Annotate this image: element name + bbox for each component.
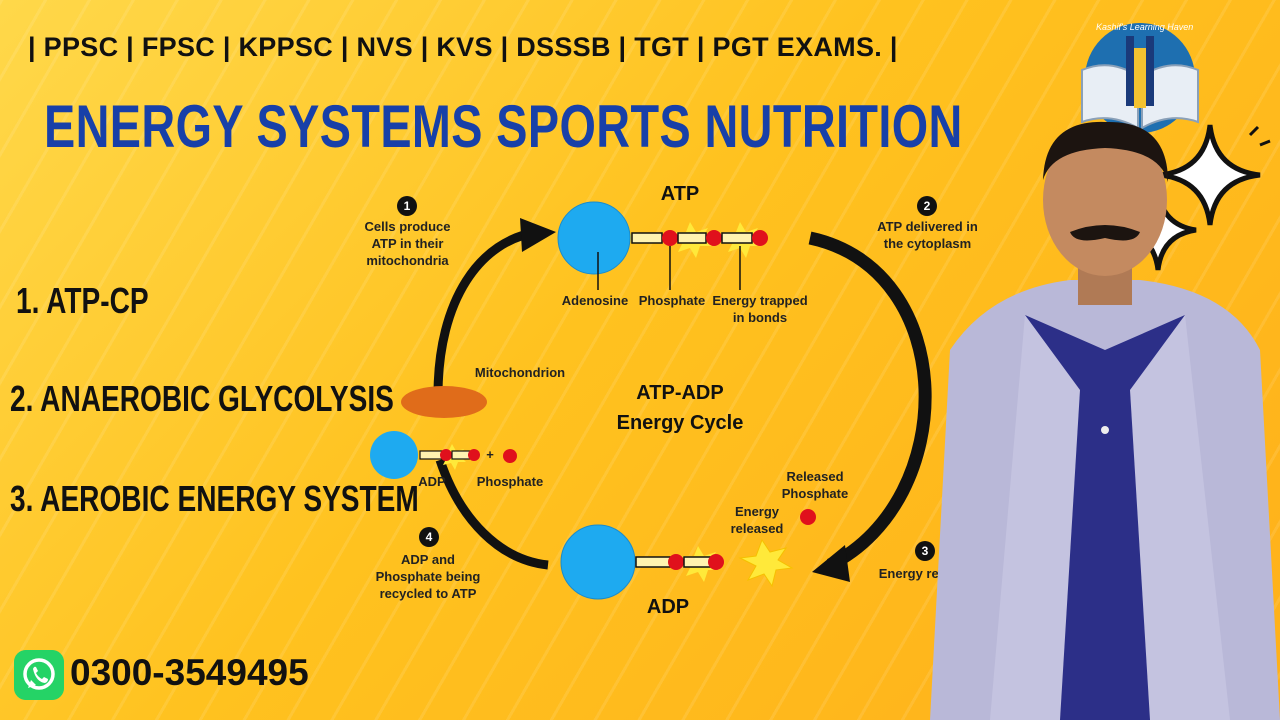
released-phosphate <box>800 509 816 525</box>
step-4-line-2: Phosphate being <box>375 569 481 584</box>
step-2-text: ATP delivered in the cytoplasm <box>860 218 995 252</box>
small-free-phosphate <box>503 449 517 463</box>
logo-text: Kashif's Learning Haven <box>1096 22 1194 32</box>
small-adp-circle <box>370 431 418 479</box>
energy-released-label: Energy released <box>722 503 792 537</box>
released-phosphate-line-1: Released <box>786 469 844 484</box>
phone-number: 0300-3549495 <box>70 652 309 693</box>
energy-trapped-line-1: Energy trapped <box>712 293 808 308</box>
plus-sign: + <box>486 447 494 462</box>
adp-adenosine-circle <box>560 524 636 600</box>
energy-released-line-1: Energy <box>734 504 780 519</box>
arrowhead-1 <box>520 218 556 252</box>
released-phosphate-label: Released Phosphate <box>775 468 855 502</box>
small-adp-label: ADP <box>418 474 446 489</box>
mitochondrion-label: Mitochondrion <box>474 365 566 380</box>
step-4-line-3: recycled to ATP <box>379 586 477 601</box>
step-4-number: 4 <box>419 527 439 547</box>
energy-trapped-label: Energy trapped in bonds <box>705 292 815 326</box>
exam-list: | PPSC | FPSC | KPPSC | NVS | KVS | DSSS… <box>28 32 898 62</box>
open-book-icon <box>1081 23 1199 133</box>
page-title: ENERGY SYSTEMS SPORTS NUTRITION <box>44 93 963 160</box>
system-atp-cp: 1. ATP-CP <box>16 280 149 321</box>
atp-phosphate-1 <box>662 230 678 246</box>
cycle-title: ATP-ADP Energy Cycle <box>590 378 770 438</box>
step-1-line-3: mitochondria <box>366 253 449 268</box>
atp-phosphate-2 <box>706 230 722 246</box>
step-4-text: ADP and Phosphate being recycled to ATP <box>358 551 498 602</box>
energy-released-burst <box>738 538 794 588</box>
arrow-atp-to-adp <box>808 231 932 571</box>
step-2-line-2: the cytoplasm <box>883 236 972 251</box>
cycle-title-line1: ATP-ADP <box>636 382 724 404</box>
cycle-title-line2: Energy Cycle <box>616 412 744 434</box>
step-2-line-1: ATP delivered in <box>877 219 978 234</box>
energy-trapped-line-2: in bonds <box>732 310 788 325</box>
whatsapp-icon <box>14 650 64 700</box>
atp-adenosine-circle <box>557 201 631 275</box>
system-aerobic: 3. AEROBIC ENERGY SYSTEM <box>10 478 419 519</box>
step-1-line-1: Cells produce <box>364 219 451 234</box>
arrowhead-2 <box>812 545 850 582</box>
released-phosphate-line-2: Phosphate <box>781 486 849 501</box>
presenter-photo <box>930 121 1280 720</box>
arrow-mitochondria-to-atp <box>433 227 539 396</box>
step-1-line-2: ATP in their <box>371 236 444 251</box>
atp-label: ATP <box>660 183 700 205</box>
arrow-adp-to-mitochondria <box>435 458 549 570</box>
step-3-number: 3 <box>915 541 935 561</box>
phosphate-label: Phosphate <box>638 293 706 308</box>
energy-released-line-2: released <box>730 521 784 536</box>
step-1-text: Cells produce ATP in their mitochondria <box>340 218 475 269</box>
step-1-number: 1 <box>397 196 417 216</box>
adp-label: ADP <box>646 596 690 618</box>
adenosine-label: Adenosine <box>561 293 629 308</box>
system-anaerobic-glycolysis: 2. ANAEROBIC GLYCOLYSIS <box>10 378 394 419</box>
mitochondrion-shape <box>401 386 487 418</box>
atp-phosphate-3 <box>752 230 768 246</box>
step-4-line-1: ADP and <box>401 552 455 567</box>
small-phosphate-label: Phosphate <box>476 474 544 489</box>
step-2-number: 2 <box>917 196 937 216</box>
